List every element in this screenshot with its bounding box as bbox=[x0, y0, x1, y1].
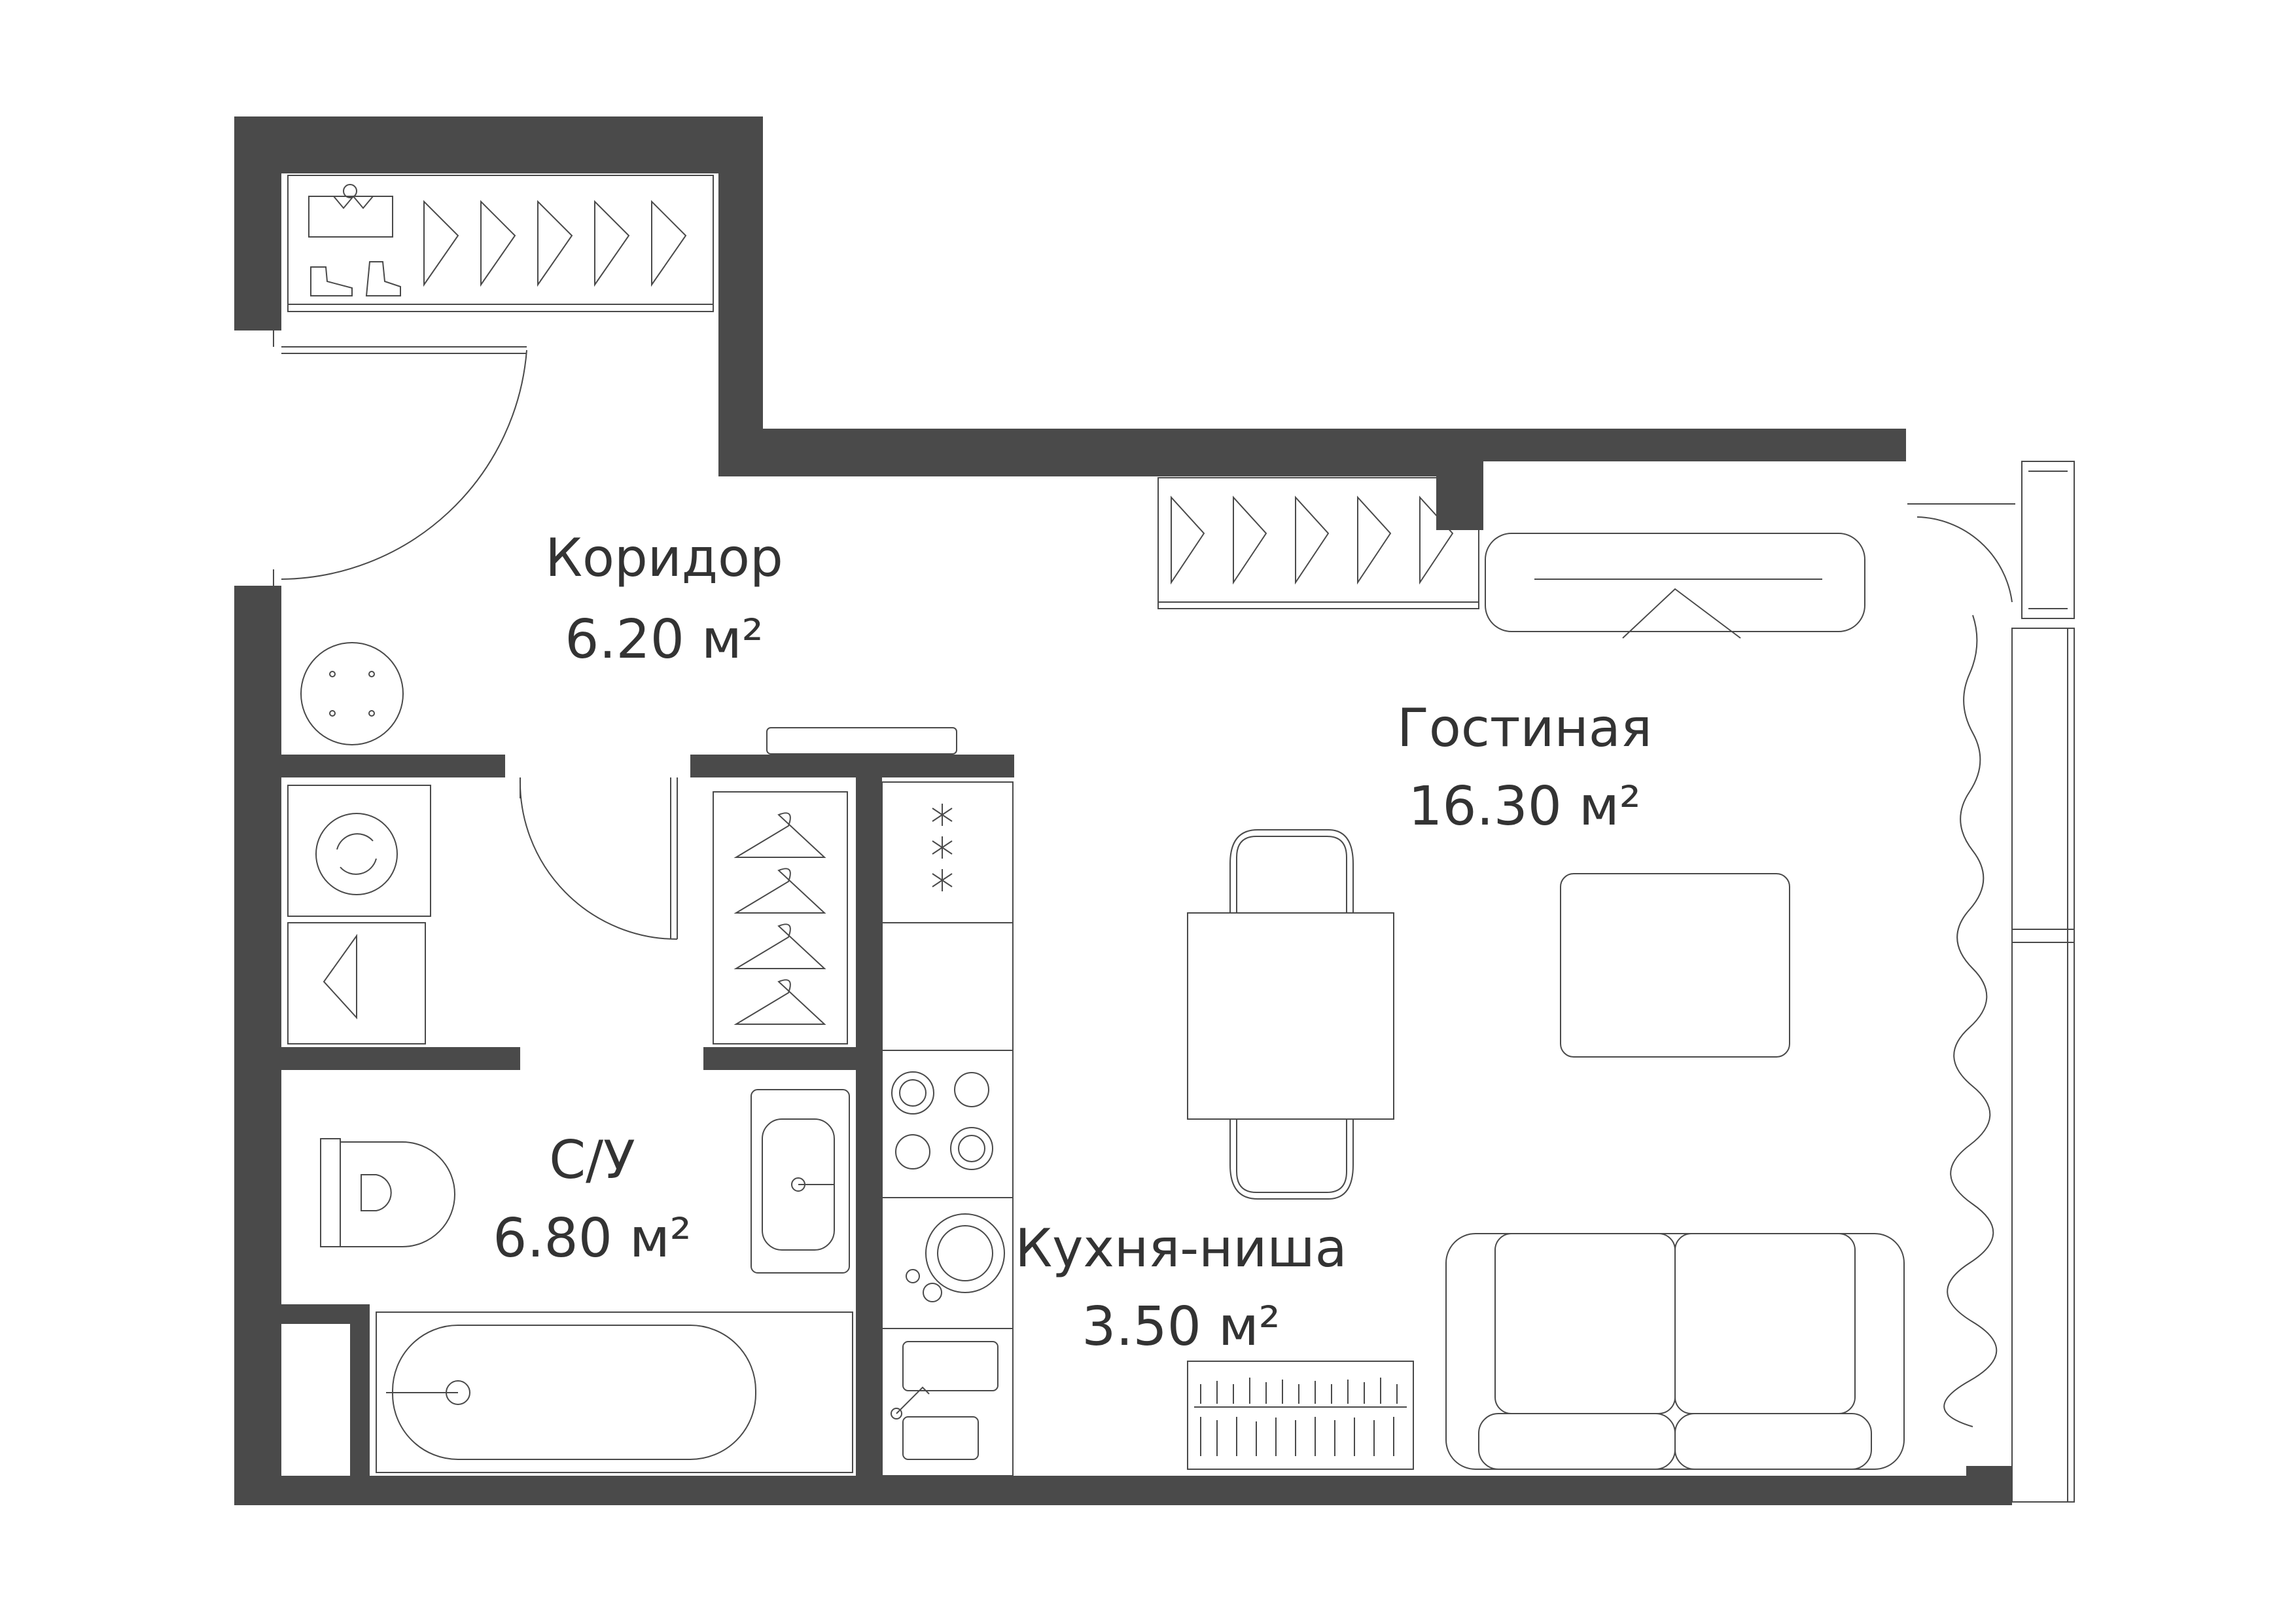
bathroom-area-value: 6.80 м² bbox=[493, 1207, 691, 1270]
hanger-icon bbox=[323, 933, 357, 1020]
bathroom-area bbox=[320, 1089, 853, 1476]
laundry-area bbox=[287, 727, 957, 1044]
dining-table bbox=[1187, 829, 1394, 1200]
sink-icon bbox=[751, 1089, 850, 1274]
coffee-table bbox=[1560, 873, 1790, 1058]
corridor-name: Коридор bbox=[545, 527, 783, 588]
wall-bottom bbox=[234, 1466, 2012, 1505]
bathroom-name: С/У bbox=[549, 1130, 635, 1190]
corridor-area-value: 6.20 м² bbox=[565, 609, 763, 671]
corridor-area bbox=[273, 175, 714, 940]
living-area bbox=[1157, 461, 2075, 1503]
round-table-icon bbox=[300, 642, 404, 745]
entrance-door-swing bbox=[281, 349, 527, 580]
window-right bbox=[2011, 461, 2075, 1503]
kitchen-sink-icon bbox=[891, 1341, 998, 1460]
kitchen-area bbox=[881, 781, 1014, 1476]
wall-partition-upper-right bbox=[690, 755, 1014, 777]
wall-partition-upper-left bbox=[281, 755, 505, 777]
tv-console bbox=[1485, 533, 1865, 639]
cooktop-icon bbox=[891, 1071, 993, 1170]
wall-partition-lower-left bbox=[281, 1047, 520, 1070]
bathtub-icon bbox=[376, 1311, 853, 1473]
walls bbox=[234, 116, 2012, 1505]
wall-corridor-top bbox=[234, 116, 1906, 530]
wall-partition-lower-right bbox=[703, 1047, 877, 1070]
bathroom-door-swing bbox=[519, 778, 678, 940]
kitchen-counter bbox=[881, 781, 1014, 1476]
bookshelf bbox=[1187, 1361, 1414, 1470]
wardrobe-hangers bbox=[423, 200, 687, 287]
kitchen-name: Кухня-ниша bbox=[1015, 1218, 1347, 1279]
dishes-icon bbox=[906, 1213, 1005, 1302]
wardrobe-entrance bbox=[287, 175, 714, 312]
refresh-icon bbox=[336, 833, 374, 850]
closet bbox=[713, 791, 848, 1044]
wardrobe-living bbox=[1157, 477, 1479, 609]
living-hangers bbox=[1171, 495, 1454, 585]
wall-left bbox=[234, 586, 281, 1502]
shirt-icon bbox=[308, 184, 393, 238]
toilet-icon bbox=[320, 1138, 455, 1247]
shoes-icon bbox=[310, 261, 401, 296]
closet-hangers bbox=[733, 812, 826, 1025]
balcony-door-swing bbox=[1916, 516, 2013, 603]
washing-machine bbox=[287, 785, 431, 917]
living-area-value: 16.30 м² bbox=[1408, 776, 1641, 838]
sofa bbox=[1445, 1233, 1905, 1470]
room-labels: Коридор 6.20 м² Гостиная 16.30 м² С/У 6.… bbox=[493, 527, 1652, 1358]
curtain bbox=[1943, 615, 1998, 1427]
kitchen-area-value: 3.50 м² bbox=[1082, 1296, 1280, 1358]
wall-bath-kitchen bbox=[856, 777, 882, 1484]
living-name: Гостиная bbox=[1397, 698, 1652, 758]
stars-icon bbox=[932, 804, 953, 891]
